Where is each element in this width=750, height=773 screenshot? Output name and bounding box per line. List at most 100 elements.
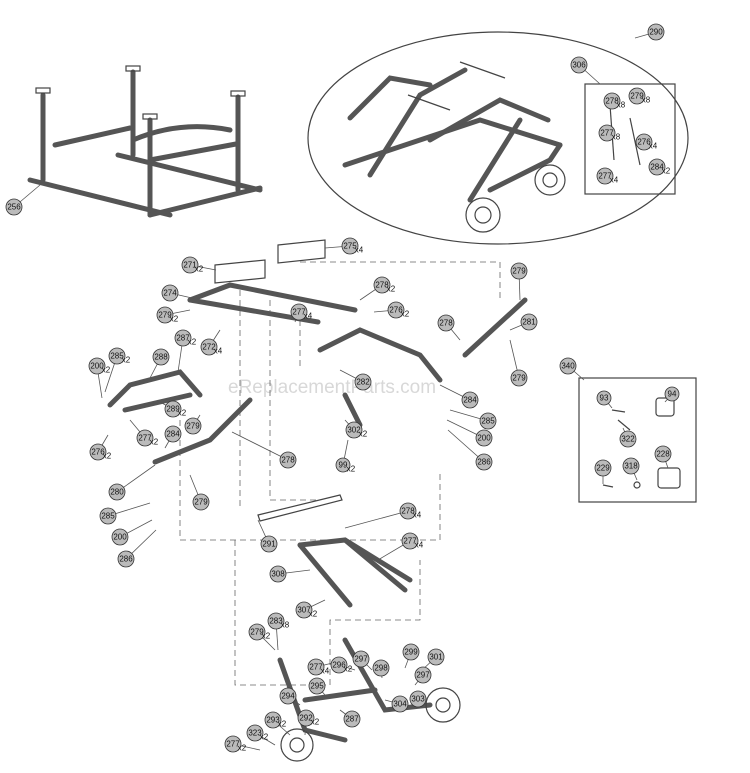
callout-number: 278 (375, 281, 389, 290)
callout-number: 340 (561, 362, 575, 371)
callout-bubble (164, 400, 182, 418)
callout-bubble (108, 483, 126, 501)
callout-200: 200 (111, 528, 129, 546)
callout-quantity: x2 (311, 718, 320, 727)
callout-quantity: x2 (359, 430, 368, 439)
callout-quantity: x4 (415, 541, 424, 550)
callout-298: 298 (372, 659, 390, 677)
leader-line (231, 431, 289, 461)
hardware-box-340 (578, 377, 697, 503)
callout-256: 256 (5, 198, 23, 216)
callout-278: 278 (279, 451, 297, 469)
callout-287: 287 (343, 710, 361, 728)
callout-286: 286 (475, 453, 493, 471)
callout-301: 301 (427, 648, 445, 666)
callout-number: 281 (522, 318, 536, 327)
callout-number: 283 (269, 617, 283, 626)
callout-bubble (479, 412, 497, 430)
callout-number: 279 (250, 628, 264, 637)
callout-number: 272 (202, 343, 216, 352)
callout-quantity: x8 (281, 621, 290, 630)
callout-quantity: x2 (103, 452, 112, 461)
callout-number: 295 (310, 682, 324, 691)
callout-quantity: x4 (304, 312, 313, 321)
callout-bubble (409, 690, 427, 708)
callout-bubble (475, 429, 493, 447)
callout-number: 279 (512, 374, 526, 383)
callout-bubble (224, 735, 242, 753)
callout-306: 306 (570, 56, 588, 74)
callout-284: 284 (461, 391, 479, 409)
callout-bubble (391, 695, 409, 713)
callout-bubble (89, 443, 107, 461)
callout-303: 303 (409, 690, 427, 708)
callout-number: 291 (262, 540, 276, 549)
callout-number: 308 (271, 570, 285, 579)
callout-bubble (510, 369, 528, 387)
callout-297: 297 (414, 666, 432, 684)
callout-bubble (628, 87, 646, 105)
callout-bubble (354, 373, 372, 391)
callout-number: 301 (429, 653, 443, 662)
callout-bubble (635, 133, 653, 151)
callout-number: 275 (343, 242, 357, 251)
callout-quantity: x2 (347, 465, 356, 474)
watermark: eReplacementParts.com (228, 377, 436, 398)
callout-228: 228 (654, 445, 672, 463)
callout-bubble (373, 276, 391, 294)
callout-281: 281 (520, 313, 538, 331)
callout-number: 287 (176, 334, 190, 343)
main-frame-exploded (107, 239, 528, 762)
callout-number: 256 (7, 203, 21, 212)
callout-bubble (647, 23, 665, 41)
callout-bubble (290, 303, 308, 321)
callout-quantity: x2 (238, 744, 247, 753)
callout-number: 99 (339, 461, 348, 470)
callout-bubble (297, 709, 315, 727)
callout-bubble (248, 623, 266, 641)
callout-bubble (308, 677, 326, 695)
callout-number: 284 (463, 396, 477, 405)
callout-bubble (260, 535, 278, 553)
callout-number: 285 (481, 417, 495, 426)
callout-bubble (192, 493, 210, 511)
callout-bubble (664, 386, 680, 402)
callout-278: 278 (437, 314, 455, 332)
callout-bubble (88, 357, 106, 375)
callout-number: 287 (345, 715, 359, 724)
callout-number: 277 (226, 740, 240, 749)
callout-number: 304 (393, 700, 407, 709)
callout-bubble (174, 329, 192, 347)
callout-number: 299 (404, 648, 418, 657)
callout-279: 279 (510, 369, 528, 387)
callout-number: 307 (297, 606, 311, 615)
callout-bubble (352, 650, 370, 668)
callout-quantity: x2 (260, 733, 269, 742)
callout-bubble (510, 262, 528, 280)
callout-bubble (648, 158, 666, 176)
callout-bubble (330, 656, 348, 674)
callout-number: 322 (621, 435, 635, 444)
callout-quantity: x8 (612, 133, 621, 142)
callout-284: 284 (164, 425, 182, 443)
callout-number: 284 (166, 430, 180, 439)
callout-bubble (622, 457, 640, 475)
callout-quantity: x2 (170, 315, 179, 324)
callout-bubble (414, 666, 432, 684)
callout-bubble (181, 256, 199, 274)
callout-number: 278 (605, 97, 619, 106)
callout-quantity: x2 (262, 632, 271, 641)
